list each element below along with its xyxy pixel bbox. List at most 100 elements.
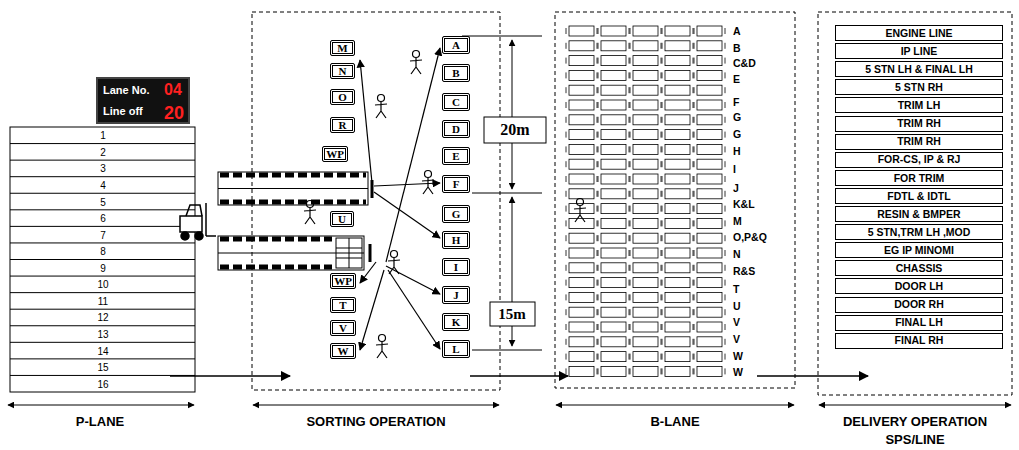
rack-cell — [697, 233, 722, 243]
rack-cell — [633, 174, 658, 184]
rack-post — [693, 28, 694, 34]
rack-post — [661, 206, 662, 212]
rack-post — [566, 146, 567, 152]
rack-post — [694, 309, 695, 315]
rack-cell — [601, 307, 626, 317]
section-title: SPS/LINE — [885, 433, 944, 447]
sort-bin-box: N — [330, 63, 355, 79]
rack-cell — [569, 322, 594, 332]
conveyor — [218, 188, 368, 189]
forklift — [181, 232, 189, 240]
rack-cell — [569, 130, 594, 140]
rack-cell — [697, 366, 722, 376]
lane-number: 14 — [97, 345, 108, 356]
rack-post — [662, 339, 663, 345]
rack-post — [694, 43, 695, 49]
flow-arrows — [170, 375, 290, 377]
delivery-line-box: DOOR RH — [835, 297, 1003, 313]
b-lane-letter: W — [733, 351, 743, 363]
b-lane-letter: B — [733, 43, 741, 55]
extent-arrows — [8, 405, 1011, 406]
sort-bin-box: I — [442, 258, 470, 276]
rack-post — [661, 58, 662, 64]
rack-post — [693, 206, 694, 212]
rack-post — [629, 339, 630, 345]
rack-post — [629, 191, 630, 197]
rack-post — [725, 354, 726, 360]
rack-post — [597, 354, 598, 360]
p-lane-row-line — [10, 325, 195, 326]
rack-post — [630, 235, 631, 241]
delivery-line-box: 5 STN RH — [835, 79, 1003, 95]
rack-post — [566, 72, 567, 78]
bin-letter: T — [339, 300, 346, 311]
delivery-line-name: FINAL LH — [895, 317, 943, 328]
p-lane-row-line — [10, 176, 195, 177]
rack-post — [630, 132, 631, 138]
delivery-line-name: FINAL RH — [895, 335, 944, 346]
conveyor — [220, 265, 332, 270]
rack-cell — [633, 337, 658, 347]
sorting-arrows — [360, 48, 440, 350]
rack-post — [630, 309, 631, 315]
rack-cell — [601, 292, 626, 302]
bin-letter: V — [339, 323, 347, 334]
bin-letter: O — [338, 92, 347, 103]
rack-post — [661, 132, 662, 138]
rack-post — [661, 309, 662, 315]
bin-letter: WP — [334, 276, 352, 287]
b-lane-racks — [566, 26, 725, 376]
rack-post — [629, 28, 630, 34]
p-lane-row-line — [10, 276, 195, 277]
p-lane-row-line — [10, 160, 195, 161]
rack-cell — [665, 115, 690, 125]
rack-cell — [665, 56, 690, 66]
rack-cell — [601, 263, 626, 273]
sort-bin-box: F — [442, 175, 470, 193]
rack-post — [661, 117, 662, 123]
dimension-lines — [462, 36, 546, 350]
rack-post — [725, 250, 726, 256]
lane-number: 8 — [100, 246, 106, 257]
rack-cell — [569, 115, 594, 125]
lane-number: 10 — [97, 279, 108, 290]
rack-post — [598, 309, 599, 315]
worker-body — [375, 102, 387, 118]
rack-cell — [601, 115, 626, 125]
rack-post — [661, 235, 662, 241]
rack-cell — [697, 352, 722, 362]
rack-post — [661, 72, 662, 78]
b-lane-letter: R&S — [733, 266, 755, 278]
rack-post — [630, 102, 631, 108]
sort-bin-box: O — [330, 89, 355, 105]
rack-post — [694, 58, 695, 64]
rack-post — [630, 117, 631, 123]
bin-letter: C — [452, 97, 460, 108]
rack-post — [629, 265, 630, 271]
rack-post — [725, 265, 726, 271]
rack-cell — [665, 189, 690, 199]
sort-bin-box: V — [330, 320, 356, 336]
rack-post — [661, 146, 662, 152]
rack-cell — [665, 337, 690, 347]
rack-post — [598, 132, 599, 138]
rack-post — [566, 176, 567, 182]
rack-post — [598, 265, 599, 271]
rack-post — [661, 339, 662, 345]
rack-post — [725, 43, 726, 49]
lane-number: 5 — [100, 196, 106, 207]
rack-post — [597, 117, 598, 123]
rack-cell — [665, 174, 690, 184]
rack-cell — [665, 292, 690, 302]
delivery-line-box: TRIM RH — [835, 116, 1003, 132]
rack-post — [566, 191, 567, 197]
worker-figure — [304, 51, 586, 359]
rack-post — [693, 102, 694, 108]
rack-cell — [665, 248, 690, 258]
lane-number: 4 — [100, 179, 106, 190]
rack-cell — [665, 85, 690, 95]
rack-cell — [697, 189, 722, 199]
delivery-line-name: CHASSIS — [896, 263, 943, 274]
rack-cell — [665, 307, 690, 317]
rack-post — [566, 87, 567, 93]
